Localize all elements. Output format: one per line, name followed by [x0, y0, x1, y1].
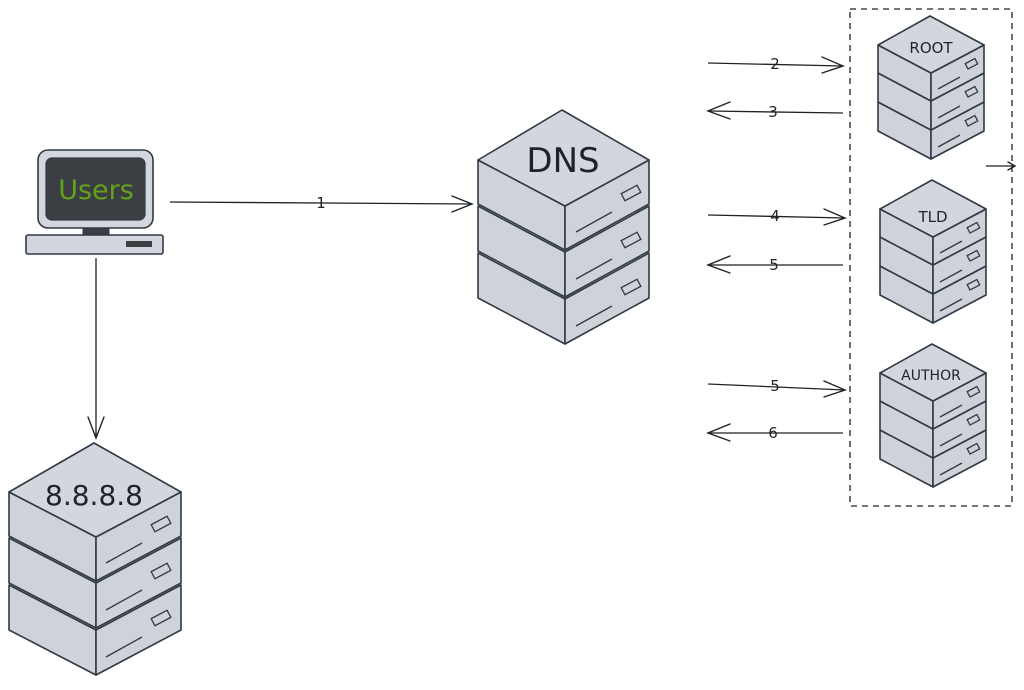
author-server-stack: AUTHOR — [879, 343, 987, 488]
edge-1-arrow: 1 — [169, 194, 474, 213]
root-label: ROOT — [909, 39, 953, 57]
edge-5a-arrow: 5 — [706, 255, 843, 274]
tld-label: TLD — [917, 208, 947, 226]
edge-2-label: 2 — [770, 55, 780, 73]
monitor-screen — [45, 157, 146, 221]
edge-6-arrow: 6 — [706, 423, 843, 442]
edge-1-label: 1 — [316, 194, 326, 212]
google-dns-server-stack: 8.8.8.8 — [8, 442, 182, 676]
edge-3-arrow: 3 — [706, 101, 844, 121]
edge-5b-arrow: 5 — [707, 377, 847, 398]
dns-label: DNS — [526, 141, 599, 181]
edge-4-arrow: 4 — [707, 207, 847, 226]
google-dns-label: 8.8.8.8 — [45, 479, 143, 512]
dns-server-stack: DNS — [477, 109, 650, 345]
group-exit-arrow — [986, 161, 1017, 171]
edge-5a-label: 5 — [769, 256, 779, 274]
users-label: Users — [58, 175, 134, 206]
edge-users-google-arrow — [87, 258, 105, 440]
tld-server-stack: TLD — [879, 179, 987, 324]
authoritative-servers-group — [849, 8, 1013, 507]
edge-6-label: 6 — [768, 424, 778, 442]
users-computer-icon: Users — [25, 149, 164, 255]
edge-5b-label: 5 — [770, 377, 780, 395]
author-label: AUTHOR — [901, 368, 961, 384]
root-server-stack: ROOT — [877, 15, 985, 160]
edge-4-label: 4 — [770, 207, 780, 225]
edge-3-label: 3 — [768, 103, 778, 121]
edge-2-arrow: 2 — [707, 55, 845, 74]
